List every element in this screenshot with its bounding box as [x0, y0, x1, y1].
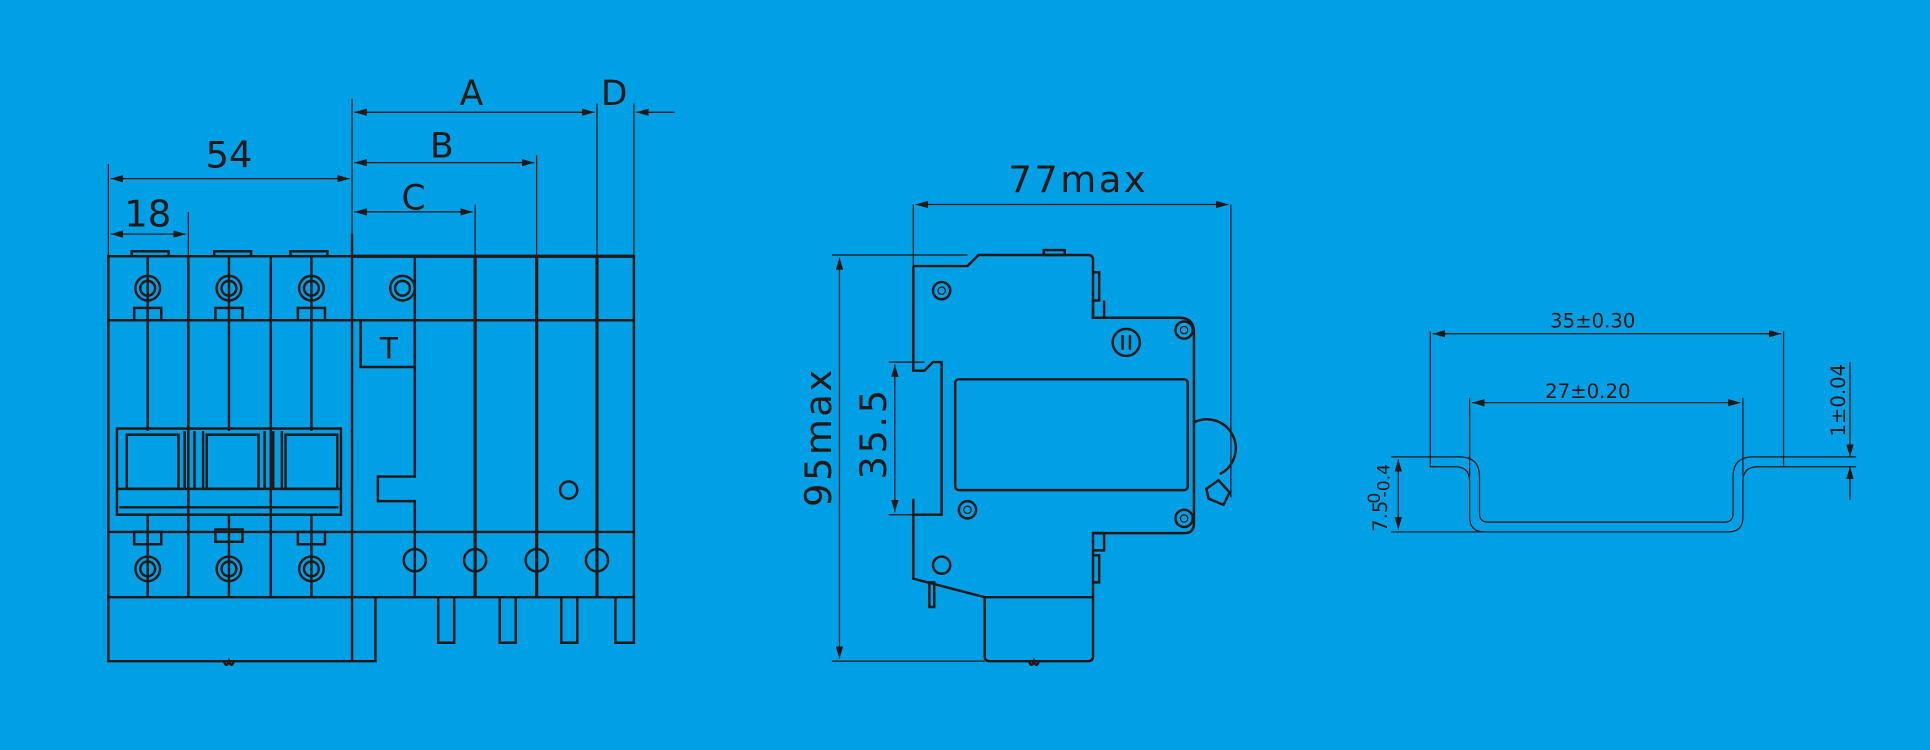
dim-thickness-label: 1±0.04 [1827, 364, 1850, 437]
dim-18-label: 18 [124, 193, 171, 236]
front-view: T 54 18 A B C D [107, 74, 675, 667]
dim-d-label: D [601, 74, 628, 114]
test-button-label: T [379, 331, 399, 365]
dim-27-label: 27±0.20 [1545, 380, 1630, 403]
dim-depth-lower-tol: -0.4 [1375, 464, 1395, 498]
din-rail-profile: 35±0.30 27±0.20 1±0.04 7.5 0 -0.4 [1365, 310, 1857, 533]
side-view: 77max 95max 35.5 [797, 158, 1237, 667]
rcd-module: T [352, 254, 636, 644]
pole-terminals [130, 250, 329, 598]
dim-77max-label: 77max [1008, 158, 1148, 201]
dim-depth-label: 7.5 [1369, 501, 1392, 532]
toggle-handle-bar [115, 427, 343, 516]
dim-35-5-label: 35.5 [852, 387, 895, 479]
front-dimensions: 54 18 A B C D [107, 74, 675, 257]
dim-a-label: A [460, 74, 484, 114]
dim-c-label: C [402, 178, 426, 218]
dim-35-label: 35±0.30 [1550, 310, 1635, 333]
dim-depth-upper-tol: 0 [1365, 493, 1385, 504]
dim-b-label: B [430, 127, 454, 167]
dim-54-label: 54 [205, 134, 252, 177]
dim-95max-label: 95max [797, 367, 840, 507]
